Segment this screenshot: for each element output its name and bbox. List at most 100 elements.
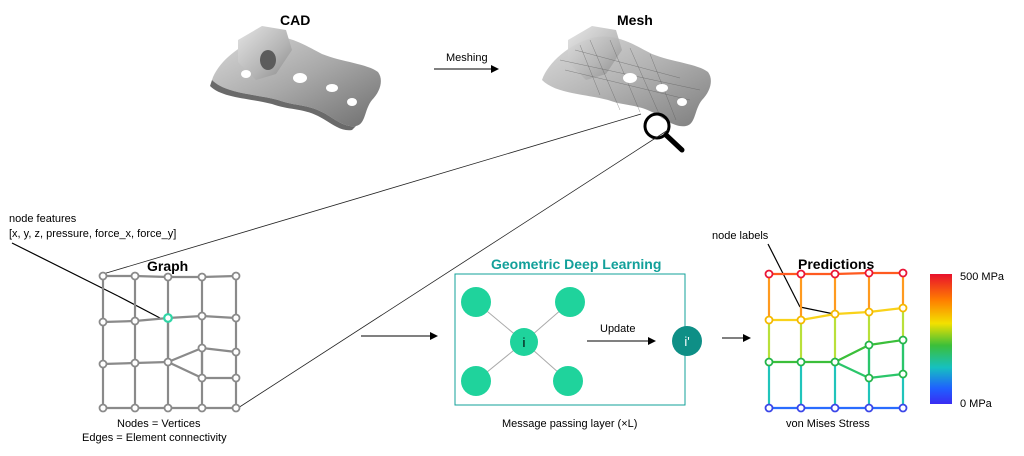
- highlighted-node: [163, 313, 173, 323]
- graph-title: Graph: [147, 258, 189, 274]
- graph-edge: [167, 361, 203, 379]
- prediction-node: [764, 269, 774, 279]
- graph-edge: [800, 312, 836, 322]
- node-features-pointer: [11, 242, 119, 297]
- graph-node: [98, 317, 108, 327]
- prediction-node: [830, 357, 840, 367]
- scale-min-label: 0 MPa: [960, 398, 992, 410]
- von-mises-label: von Mises Stress: [786, 418, 870, 430]
- graph-node: [197, 373, 207, 383]
- mesh-title: Mesh: [617, 12, 653, 28]
- cad-title: CAD: [280, 12, 311, 28]
- prediction-node: [898, 268, 908, 278]
- graph-edge: [201, 314, 237, 320]
- zoom-line-top: [102, 113, 642, 275]
- prediction-node: [864, 340, 874, 350]
- graph-node: [163, 357, 173, 367]
- prediction-node: [764, 315, 774, 325]
- graph-edge: [134, 360, 169, 365]
- predictions-title: Predictions: [798, 256, 875, 272]
- meshing-label: Meshing: [446, 52, 488, 64]
- prediction-node: [796, 357, 806, 367]
- graph-node: [197, 272, 207, 282]
- nodes-vertices-label: Nodes = Vertices: [117, 418, 201, 430]
- neighbor-node: [555, 287, 585, 317]
- node-features-list: [x, y, z, pressure, force_x, force_y]: [9, 228, 177, 240]
- stress-colorbar: [930, 274, 952, 404]
- graph-edge: [868, 338, 904, 347]
- graph-edge: [834, 344, 870, 363]
- neighbor-node: [461, 366, 491, 396]
- gdl-title: Geometric Deep Learning: [491, 256, 662, 272]
- node-i-label: i: [523, 335, 526, 350]
- predictions-mesh: [764, 268, 908, 413]
- prediction-node: [898, 335, 908, 345]
- graph-node: [163, 403, 173, 413]
- node-labels-pointer-2: [799, 306, 835, 315]
- graph-edge: [102, 361, 136, 366]
- graph-node: [197, 343, 207, 353]
- graph-node: [98, 403, 108, 413]
- prediction-node: [796, 269, 806, 279]
- mesh-part-icon: [542, 26, 711, 127]
- graph-node: [231, 347, 241, 357]
- graph-edge: [201, 274, 237, 279]
- edges-connectivity-label: Edges = Element connectivity: [82, 432, 227, 444]
- prediction-node: [764, 403, 774, 413]
- scale-max-label: 500 MPa: [960, 271, 1005, 283]
- graph-node: [197, 311, 207, 321]
- graph-node: [231, 313, 241, 323]
- graph-edge: [868, 372, 904, 380]
- graph-edge: [834, 310, 870, 316]
- prediction-node: [898, 303, 908, 313]
- node-features-title: node features: [9, 213, 77, 225]
- node-features-pointer-2: [117, 295, 161, 319]
- message-passing-label: Message passing layer (×L): [502, 418, 638, 430]
- prediction-node: [830, 269, 840, 279]
- cad-part-icon: [210, 26, 381, 131]
- prediction-node: [864, 373, 874, 383]
- update-label: Update: [600, 323, 636, 335]
- prediction-node: [898, 369, 908, 379]
- graph-edge: [201, 346, 237, 354]
- center-node: [510, 328, 538, 356]
- graph-node: [98, 359, 108, 369]
- prediction-node: [796, 403, 806, 413]
- graph-edge: [834, 271, 870, 276]
- graph-edge: [134, 274, 169, 279]
- prediction-node: [864, 268, 874, 278]
- graph-node: [231, 403, 241, 413]
- node-i-prime-label: i': [684, 334, 689, 349]
- graph-node: [130, 358, 140, 368]
- graph-node: [163, 272, 173, 282]
- graph-node: [98, 271, 108, 281]
- graph-edge: [134, 316, 169, 323]
- graph-mesh: [98, 271, 241, 413]
- prediction-node: [764, 357, 774, 367]
- magnifier-icon: [643, 112, 685, 153]
- prediction-node: [796, 315, 806, 325]
- graph-node: [197, 403, 207, 413]
- graph-edge: [167, 314, 203, 320]
- neighbor-node: [553, 366, 583, 396]
- graph-node: [130, 316, 140, 326]
- updated-node: [672, 326, 702, 356]
- zoom-line-bottom: [237, 129, 669, 409]
- prediction-node: [898, 403, 908, 413]
- graph-node: [130, 271, 140, 281]
- graph-edge: [834, 361, 870, 379]
- prediction-node: [830, 403, 840, 413]
- prediction-node: [864, 307, 874, 317]
- neighbor-node: [461, 287, 491, 317]
- node-labels-pointer: [767, 243, 801, 308]
- node-labels-title: node labels: [712, 230, 769, 242]
- graph-node: [231, 271, 241, 281]
- graph-edge: [102, 319, 136, 324]
- graph-node: [231, 373, 241, 383]
- prediction-node: [830, 309, 840, 319]
- graph-edge: [868, 306, 904, 314]
- graph-node: [130, 403, 140, 413]
- graph-edge: [167, 346, 203, 364]
- prediction-node: [864, 403, 874, 413]
